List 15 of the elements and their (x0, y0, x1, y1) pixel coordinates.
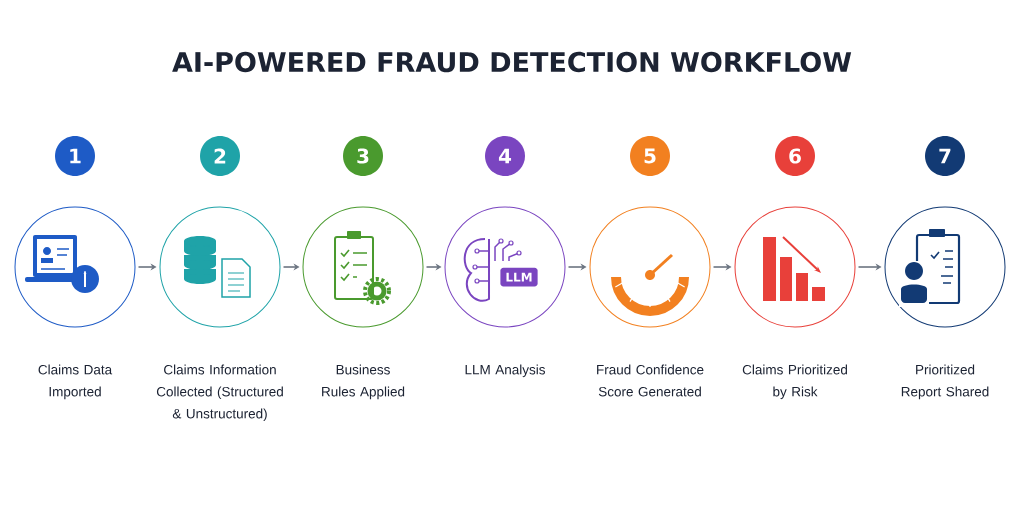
step-number: 7 (925, 136, 965, 176)
step-caption: LLM Analysis (465, 364, 545, 378)
title: AI-POWERED FRAUD DETECTION WORKFLOW (172, 51, 852, 73)
step-caption: Claims Prioritized by Risk (742, 364, 847, 400)
step-caption: Business Rules Applied (322, 364, 405, 400)
step-number: 3 (343, 136, 383, 176)
step-caption: Fraud Confidence Score Generated (597, 364, 704, 397)
step-caption: Claims Data Imported (38, 364, 113, 400)
step-number: 5 (630, 136, 670, 176)
step-number: 1 (55, 136, 95, 176)
step-number: 6 (775, 136, 815, 176)
step-caption: Prioritized Report Shared (901, 364, 989, 400)
step-number: 4 (485, 136, 525, 176)
step-caption: Claims Information Collected (Structured & Unstructured) (156, 364, 283, 422)
step-number: 2 (200, 136, 240, 176)
